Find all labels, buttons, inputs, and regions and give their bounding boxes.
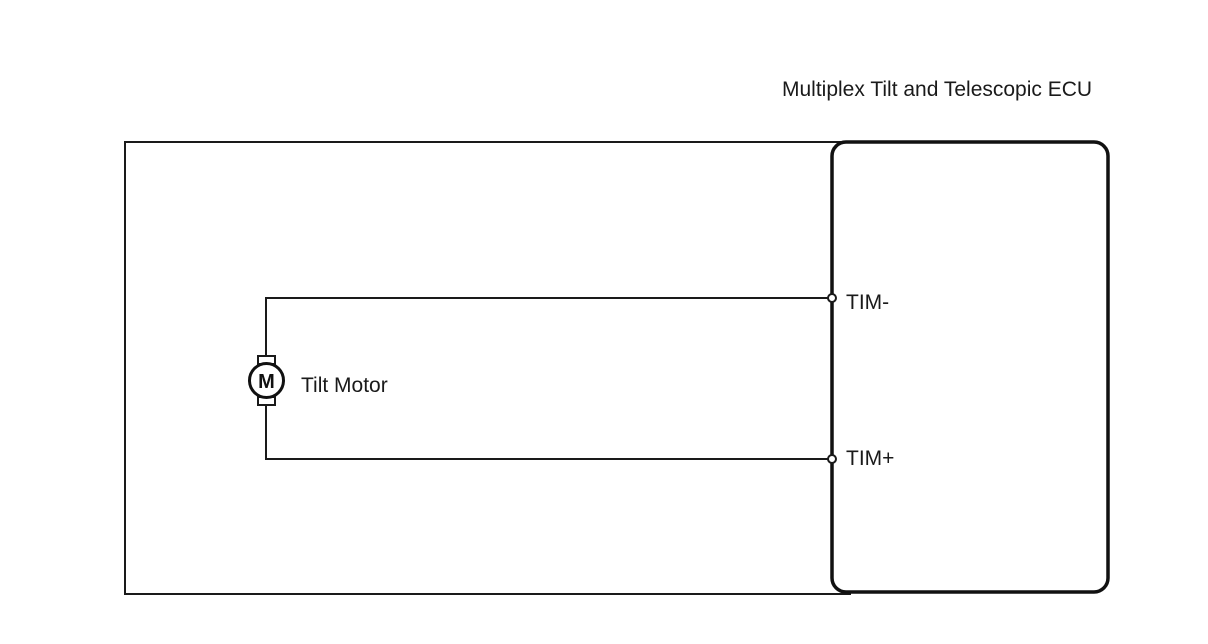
motor-icon: M	[248, 355, 285, 406]
motor-label: Tilt Motor	[301, 374, 388, 397]
ecu-title: Multiplex Tilt and Telescopic ECU	[782, 78, 1092, 101]
harness-frame	[124, 141, 851, 595]
terminal-tim-plus-label: TIM+	[846, 447, 894, 470]
motor-symbol: M	[258, 371, 275, 393]
terminal-tim-plus-pin	[827, 454, 837, 464]
wire-tim-plus	[265, 404, 828, 460]
terminal-tim-minus-pin	[827, 293, 837, 303]
wire-tim-minus	[265, 297, 828, 356]
terminal-tim-minus-label: TIM-	[846, 291, 889, 314]
ecu-box	[830, 140, 1110, 594]
